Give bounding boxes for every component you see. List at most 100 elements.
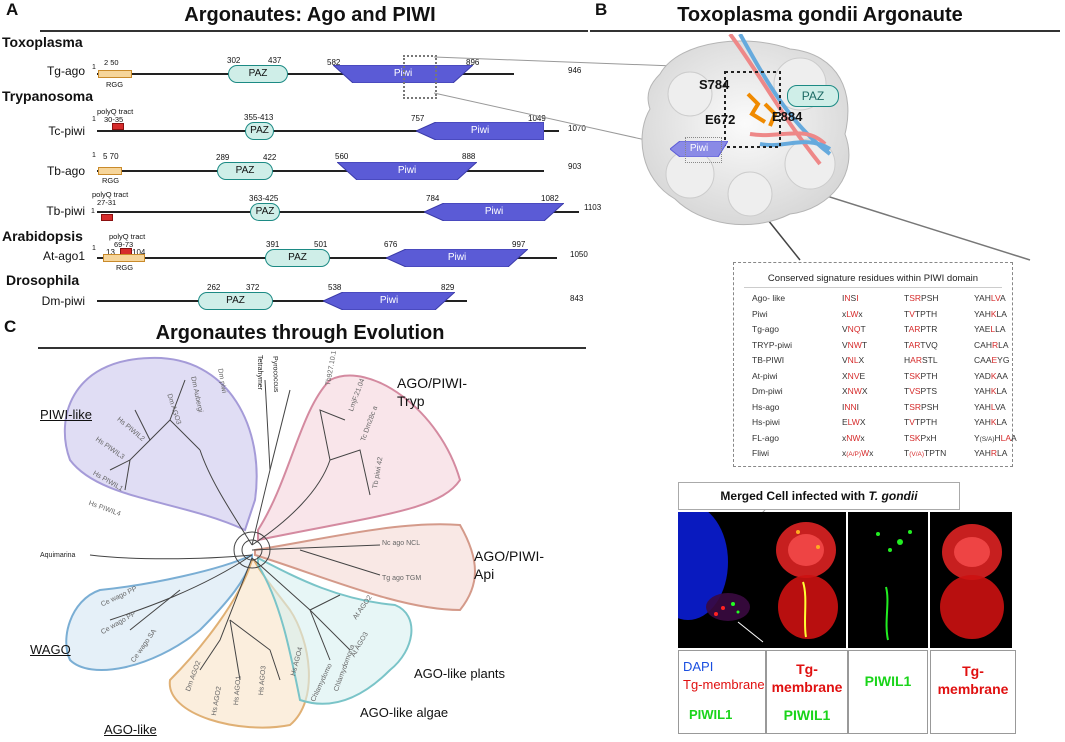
organism-arabidopsis: Arabidopsis [2,228,83,244]
micrograph-title-species: T. gondii [868,489,918,503]
clade-ago-like-plants-algae [257,556,413,705]
clade-piwi-like [63,356,258,532]
paz-range: 363-425 [249,194,279,203]
micrograph-merged [678,512,768,648]
paz-end: 437 [268,56,282,65]
protein-length: 946 [568,66,582,75]
piwi-label: Piwi [447,252,467,263]
table-cell-motif: VNLX [842,355,865,365]
clade-ago-piwi-tryp [257,374,462,542]
label-tg: Tg- [962,663,984,679]
group-label-ago-like-plants: AGO-like plants [414,666,506,681]
table-cell-motif: YAHLVA [974,293,1006,303]
panel-c-letter: C [4,317,17,336]
paz-domain: PAZ [250,203,280,221]
polyq-tract [112,123,124,130]
paz-domain: PAZ [228,65,288,83]
protein-backbone [97,130,559,132]
protein-label: Tg-ago [46,64,85,78]
clade-ago-piwi-api [254,523,476,612]
label-box-tg-membrane: Tg- membrane [930,650,1016,734]
leaf-label: Aquimarina [40,552,76,559]
protein-backbone [97,211,579,213]
table-cell-motif: HARSTL [904,355,938,365]
protein-backbone [97,170,544,172]
piwi-end: 829 [441,283,455,292]
group-label-ago-piwi-api-2: Api [474,566,495,582]
table-cell-motif: XNWX [842,386,868,396]
paz-domain: PAZ [198,292,273,310]
paz-start: 289 [216,153,230,162]
table-cell-motif: YAHRLA [974,448,1008,458]
start-label: 1 [92,245,96,252]
protein-label: Tc-piwi [48,124,85,138]
paz-start: 302 [227,56,241,65]
rgg-label: RGG [102,176,120,185]
group-label-piwi-like: PIWI-like [40,407,92,422]
table-cell-motif: TVSPTS [904,386,938,396]
leaf-label: Pyrococcus [271,356,280,393]
label-piwil1: PIWIL1 [864,673,912,689]
protein-length: 903 [568,162,582,171]
conserved-residues-table: Conserved signature residues within PIWI… [733,262,1017,467]
protein-length: 843 [570,294,584,303]
micrograph-title-text: Merged Cell infected with [720,489,869,503]
table-cell-motif: YAELLA [974,324,1006,334]
table-cell-motif: VNQT [842,324,866,334]
start-label: 1 [91,208,95,215]
start-label: 1 [92,64,96,71]
group-label-ago-piwi-tryp: AGO/PIWI- [397,375,467,391]
leaf-label: Tg ago TGM [382,575,422,582]
piwi-label: Piwi [397,165,417,176]
panel-c-title: Argonautes through Evolution [155,322,445,344]
micrograph-piwil1 [848,512,928,648]
group-label-ago-like-algae: AGO-like algae [360,705,449,720]
residue-s784: S784 [699,77,730,92]
table-row-name: TB-PIWI [752,355,785,365]
clade-wago [65,553,253,671]
paz-domain: PAZ [217,162,273,180]
piwi-domain: Piwi [424,203,564,221]
piwi-domain: Piwi [323,292,455,310]
start-label: 1 [92,116,96,123]
table-cell-motif: ELWX [842,417,866,427]
table-title: Conserved signature residues within PIWI… [767,273,979,284]
piwi-end: 1082 [541,194,559,203]
table-cell-motif: CAAEYG [974,355,1010,365]
panel-a-letter: A [6,0,19,19]
table-cell-motif: TARTVQ [904,339,938,350]
start-label: 1 [92,152,96,159]
panel-a-rule [40,30,588,32]
rgg-domain [103,254,145,262]
label-box-piwil1: PIWIL1 [848,650,928,734]
table-row-name: FL-ago [752,432,779,443]
panel-a-title: Argonautes: Ago and PIWI [184,4,436,26]
table-cell-motif: XNVE [842,370,866,381]
piwi-end: 1049 [528,114,546,123]
group-label-ago-like: AGO-like [104,722,157,737]
piwi-3d-label: Piwi [689,143,709,154]
table-cell-motif: T(V/A)TPTN [904,448,947,458]
protein-label: Dm-piwi [41,294,85,308]
organism-trypanosoma: Trypanosoma [2,88,94,104]
polyq-range: 27-31 [97,198,117,207]
paz-range: 355-413 [244,113,274,122]
table-cell-motif: VNWT [842,339,868,350]
group-label-wago: WAGO [30,642,71,657]
table-cell-motif: TSKPxH [904,432,937,443]
organism-drosophila: Drosophila [6,272,80,288]
piwi-domain: Piwi [337,162,477,180]
rgg-label: RGG [106,80,124,89]
table-cell-motif: YAHLVA [974,401,1006,412]
table-row-name: Piwi [752,308,768,319]
label-membrane: membrane [771,679,843,695]
table-cell-motif: TARPTR [904,324,938,334]
label-tg-membrane: Tg-membrane [683,677,765,692]
table-divider [744,287,1002,288]
table-cell-motif: xLWx [842,308,863,319]
rgg-label: RGG [116,263,134,272]
paz-end: 372 [246,283,260,292]
leaf-label: Tetrahymer [256,355,263,391]
protein-length: 1070 [568,124,586,133]
piwi-end: 888 [462,152,476,161]
